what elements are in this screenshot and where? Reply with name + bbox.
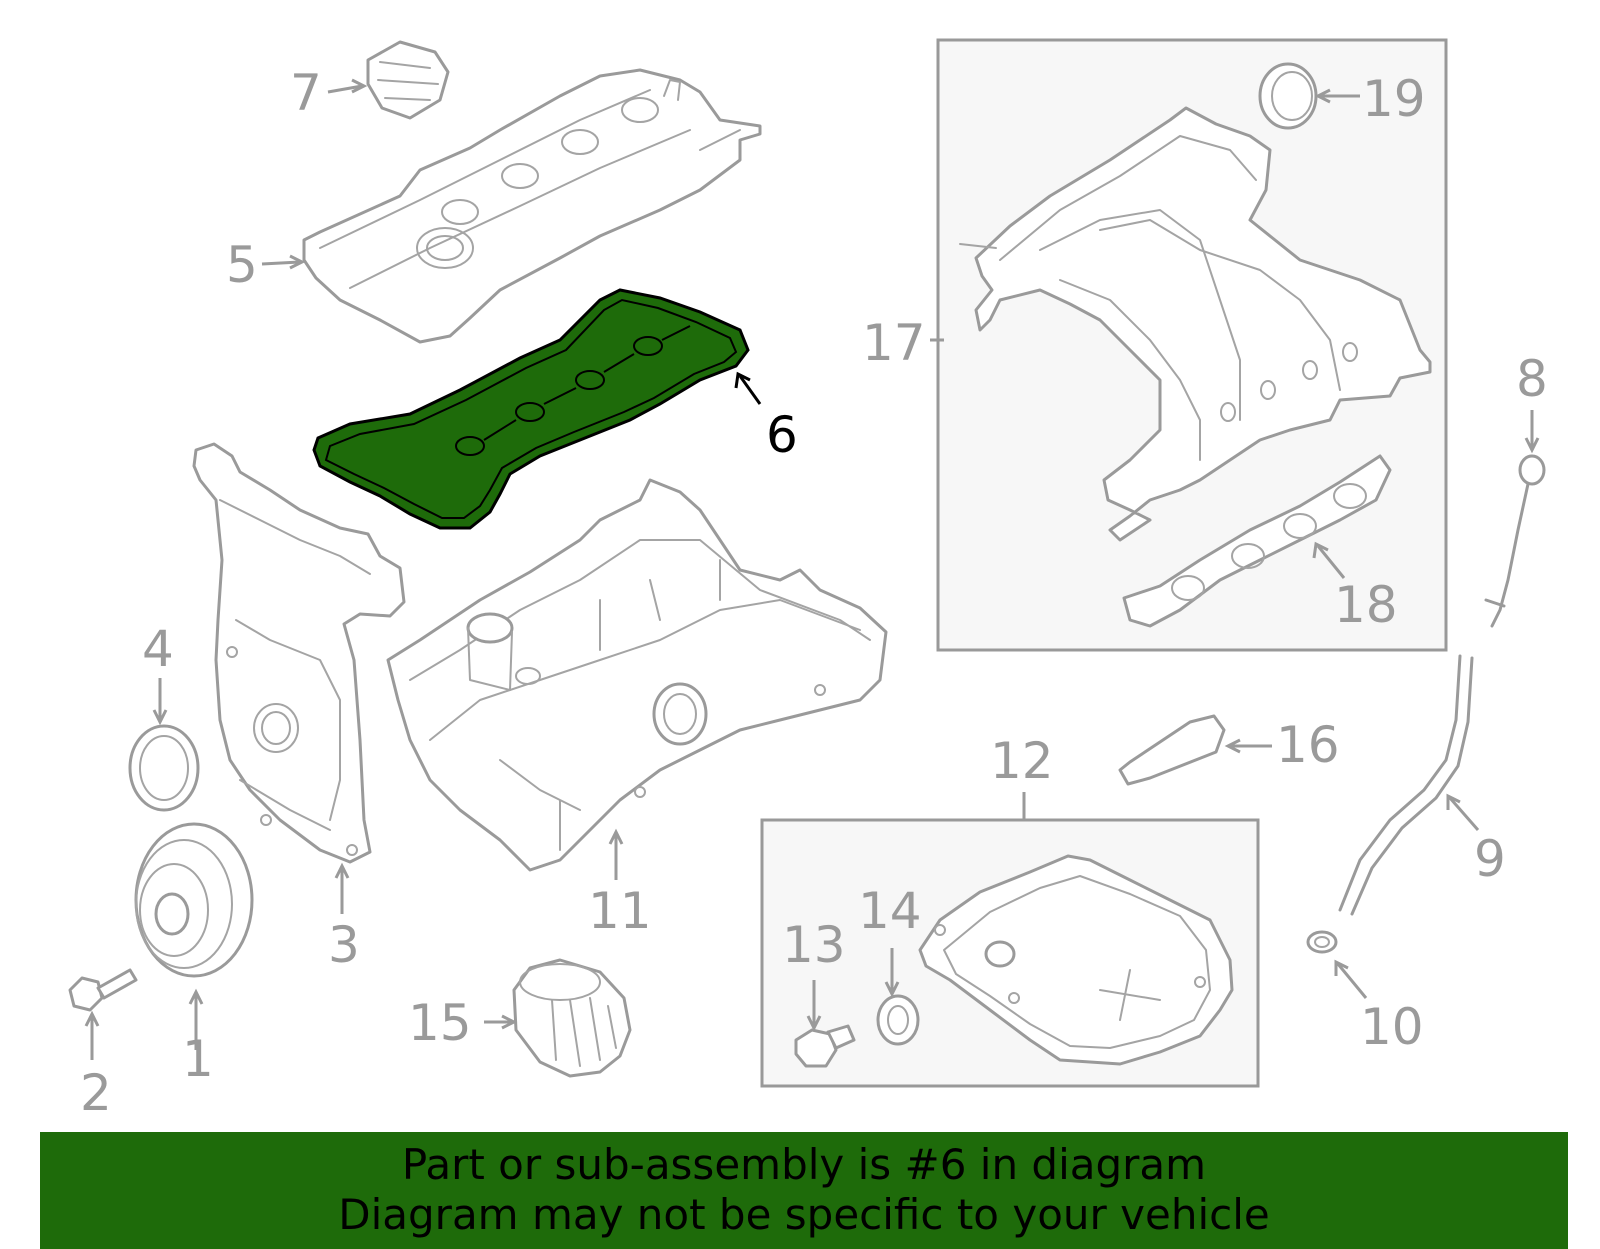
callout-15: 15 — [408, 994, 472, 1052]
part-10-o-ring[interactable] — [1306, 930, 1338, 954]
callout-12: 12 — [990, 732, 1054, 790]
callout-7: 7 — [290, 64, 322, 122]
part-4-crankshaft-seal[interactable] — [128, 724, 200, 812]
part-15-oil-filter[interactable] — [512, 958, 632, 1078]
callout-5: 5 — [226, 236, 258, 294]
callout-19: 19 — [1362, 70, 1426, 128]
callout-13: 13 — [782, 916, 846, 974]
part-3-timing-cover[interactable] — [192, 442, 406, 864]
part-8-dipstick[interactable] — [1484, 454, 1546, 628]
part-5-valve-cover[interactable] — [302, 68, 762, 344]
part-19-seal[interactable] — [1258, 62, 1318, 130]
part-9-dipstick-tube[interactable] — [1338, 654, 1474, 916]
notice-line-1: Part or sub-assembly is #6 in diagram — [401, 1140, 1207, 1189]
part-14-drain-washer[interactable] — [876, 994, 920, 1046]
callout-16: 16 — [1276, 716, 1340, 774]
callout-3: 3 — [328, 916, 360, 974]
part-16-sealant-tube[interactable] — [1118, 714, 1226, 786]
part-2-pulley-bolt[interactable] — [68, 968, 138, 1012]
part-6-valve-cover-gasket[interactable] — [312, 288, 750, 530]
callout-17: 17 — [862, 314, 926, 372]
part-1-crankshaft-pulley[interactable] — [134, 822, 254, 978]
leader-lines — [84, 78, 1540, 1060]
part-7-oil-filler-cap[interactable] — [366, 40, 450, 120]
notice-banner: Part or sub-assembly is #6 in diagram Di… — [40, 1132, 1568, 1249]
callout-8: 8 — [1516, 350, 1548, 408]
part-18-intake-gasket[interactable] — [1122, 454, 1392, 628]
callout-1: 1 — [182, 1030, 214, 1088]
callout-2: 2 — [80, 1064, 112, 1122]
part-11-upper-oil-pan[interactable] — [386, 478, 888, 872]
callout-6: 6 — [766, 406, 798, 464]
part-17-intake-manifold[interactable] — [959, 106, 1432, 542]
callout-11: 11 — [588, 882, 652, 940]
callout-4: 4 — [142, 620, 174, 678]
part-13-drain-plug[interactable] — [794, 1024, 856, 1068]
callout-10: 10 — [1360, 998, 1424, 1056]
callout-9: 9 — [1474, 830, 1506, 888]
callout-14: 14 — [858, 882, 922, 940]
callout-18: 18 — [1334, 576, 1398, 634]
notice-line-2: Diagram may not be specific to your vehi… — [338, 1190, 1270, 1239]
part-12-lower-oil-pan[interactable] — [918, 854, 1234, 1066]
